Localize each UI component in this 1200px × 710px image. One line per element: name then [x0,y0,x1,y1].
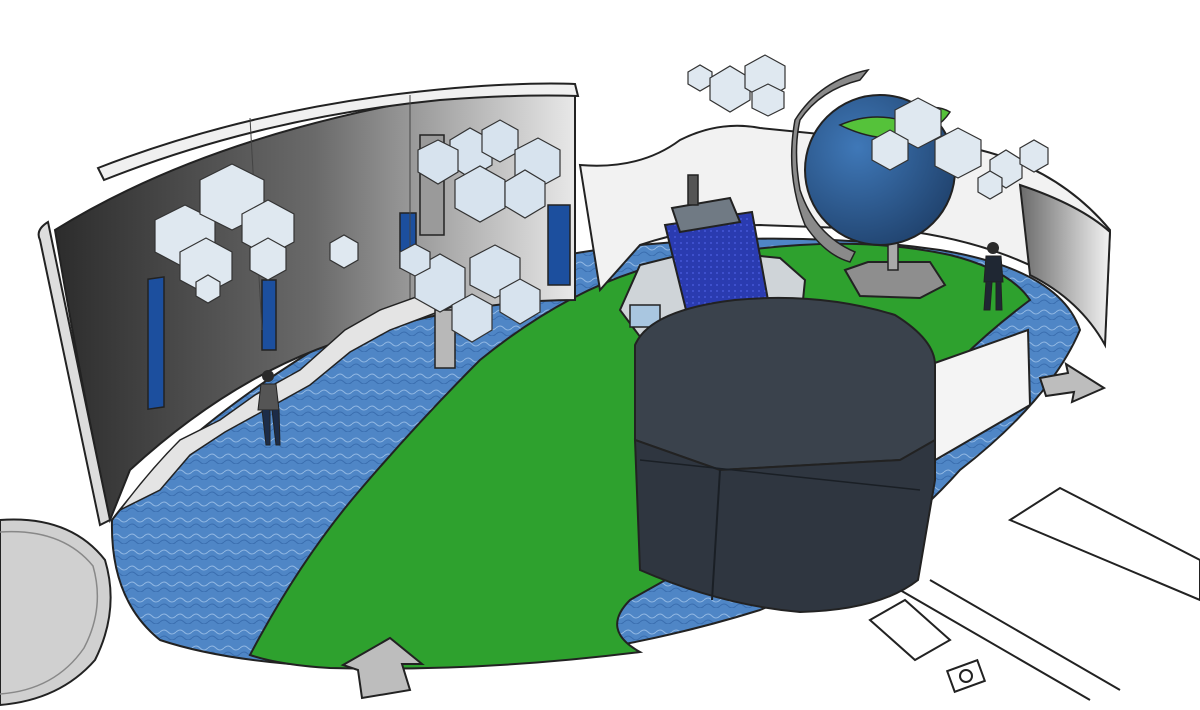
floor-outlines [868,486,1200,701]
stepped-ledge [119,291,473,511]
wall-blue-panel [147,276,165,411]
entry-arrow [340,636,425,700]
side-platform [0,518,112,707]
exit-arrow [1038,361,1107,404]
info-screen [629,304,661,328]
hanging-cloud-clusters [154,54,1049,304]
dark-kiosk [633,296,936,614]
wall-blue-panel [547,204,571,286]
cloud-cluster-tree [399,119,561,343]
visitor-figure-right [983,242,1004,311]
visitor-figure-left [257,370,281,446]
wall-blue-panel [261,279,277,351]
cloud-trees [399,119,561,369]
